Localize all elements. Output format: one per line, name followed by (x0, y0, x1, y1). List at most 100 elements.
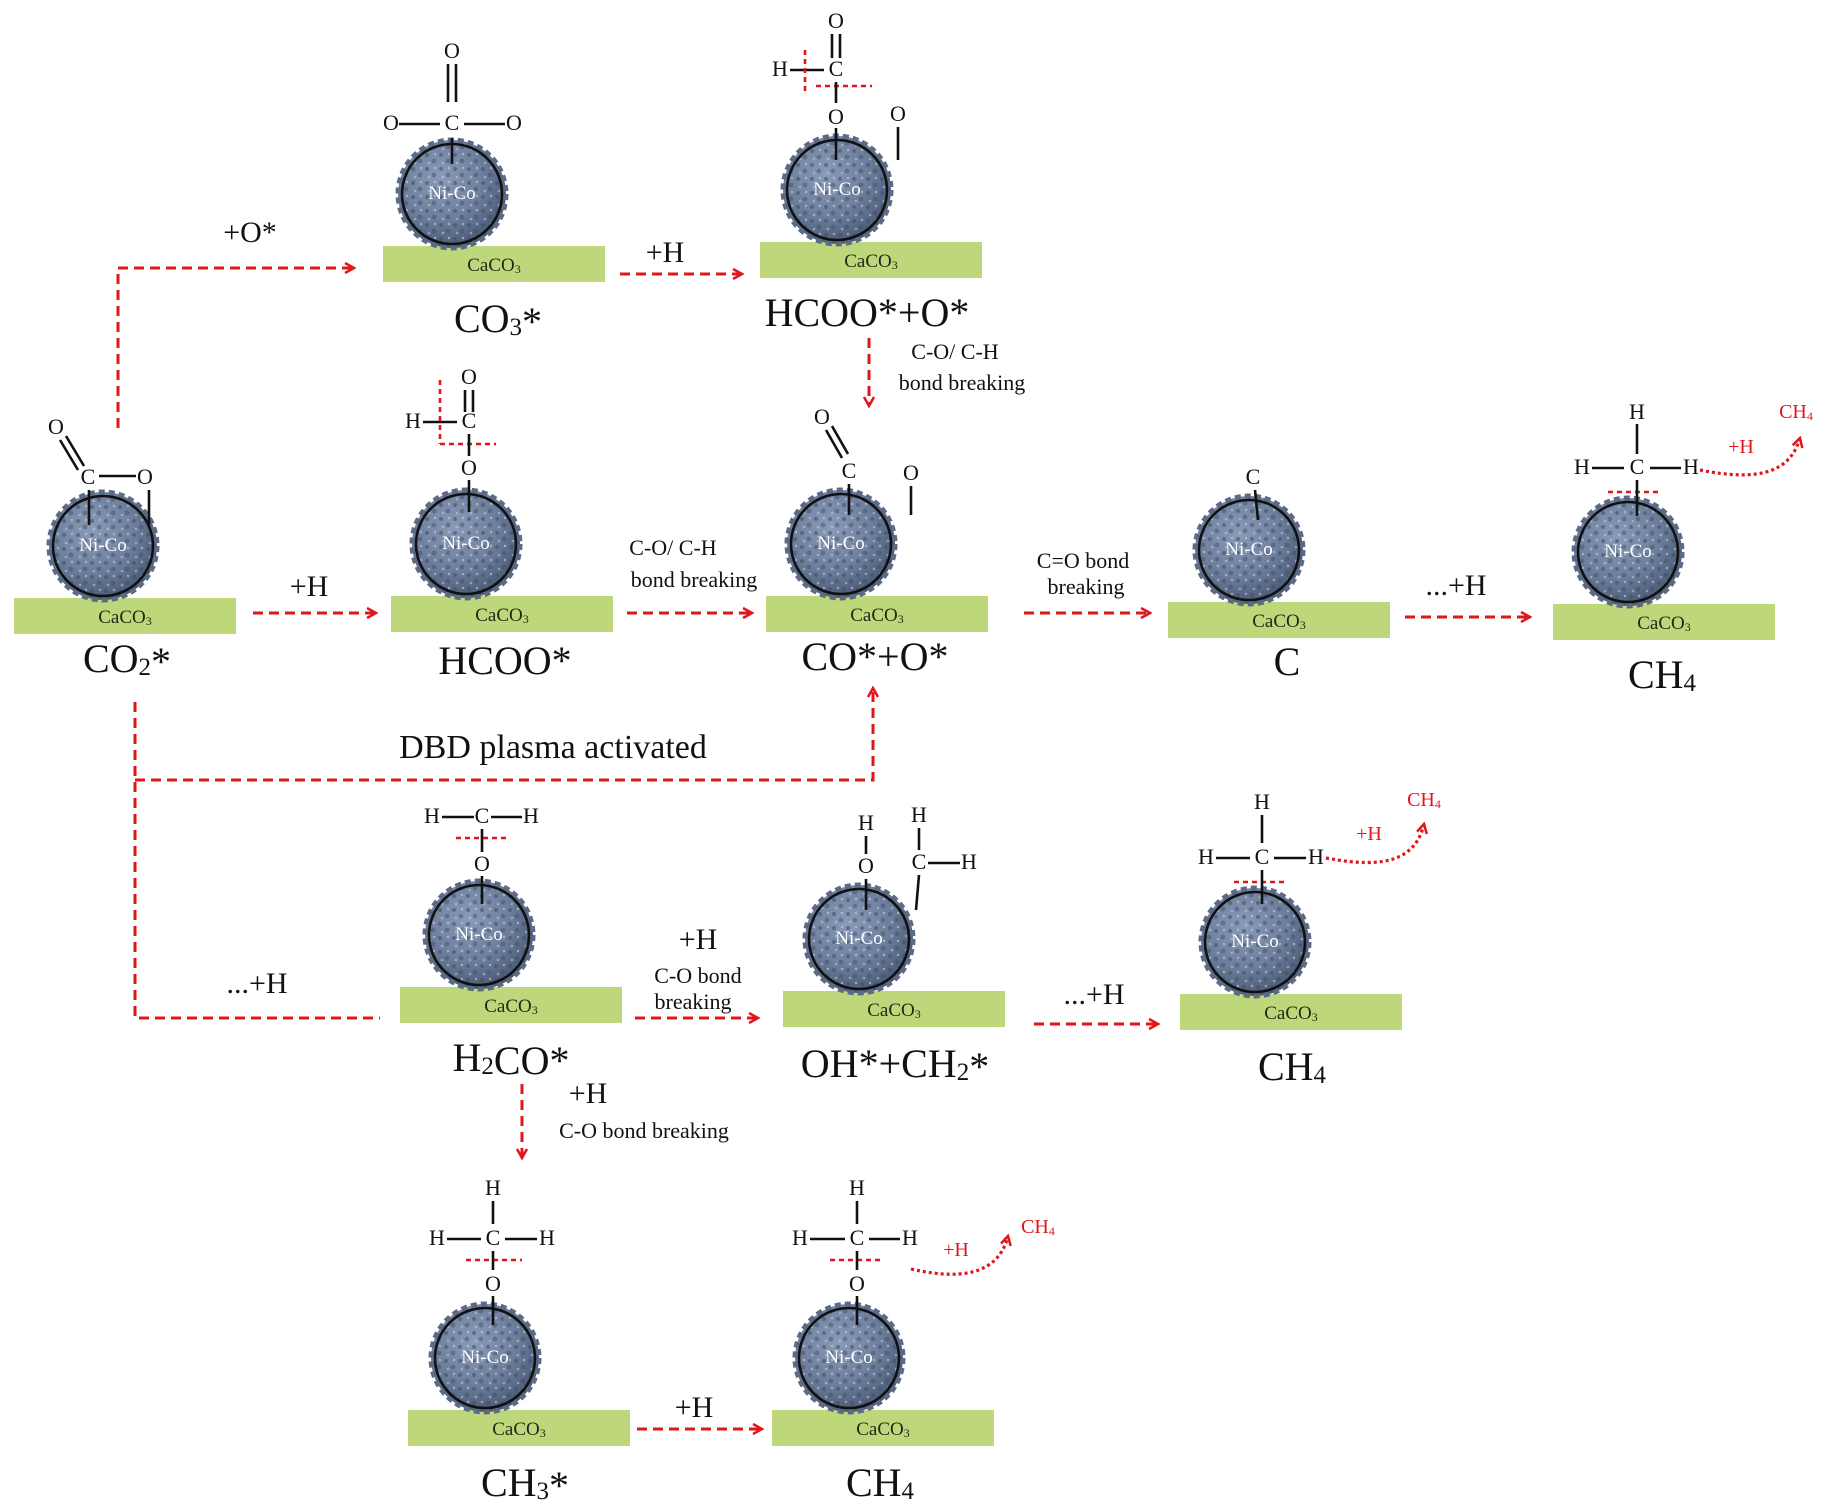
product-plus-h-bottom: +H (943, 1239, 969, 1261)
step-co-bond-2: breaking (655, 989, 732, 1014)
step-c-eq-o-2: breaking (1048, 574, 1125, 599)
caco3-support-icon (400, 987, 622, 1023)
species-ch4-top: CH4 (1628, 652, 1697, 697)
atom-c: C (842, 458, 857, 483)
product-plus-h-mid: +H (1356, 823, 1382, 845)
atom-h: H (539, 1225, 555, 1250)
atom-o: O (461, 455, 477, 480)
atom-h: H (1629, 399, 1645, 424)
particle-label: Ni-Co (1604, 541, 1652, 562)
atom-o: O (461, 364, 477, 389)
support-label: CaCO3 (867, 1000, 921, 1021)
step-plus-h-co2: +H (290, 570, 329, 603)
support-label: CaCO3 (856, 1419, 910, 1440)
product-ch4-mid: CH4 (1407, 789, 1441, 811)
particle-label: Ni-Co (1231, 931, 1279, 952)
atom-c: C (850, 1225, 865, 1250)
atom-h: H (1308, 844, 1324, 869)
catalyst-c (1168, 496, 1390, 638)
catalyst-hcoo-o (760, 136, 982, 278)
atom-o: O (474, 851, 490, 876)
catalyst-co2 (14, 492, 236, 634)
step-plus-h-bottom: +H (675, 1391, 714, 1424)
atom-h: H (792, 1225, 808, 1250)
catalyst-h2co (400, 881, 622, 1023)
step-dots-plus-h-top: ...+H (1425, 569, 1486, 602)
atom-h: H (1683, 454, 1699, 479)
step-plus-h-mid: +H (679, 923, 718, 956)
atom-o: O (890, 101, 906, 126)
atom-o: O (485, 1271, 501, 1296)
atom-o: O (48, 414, 64, 439)
atom-h: H (858, 810, 874, 835)
atom-h: H (485, 1175, 501, 1200)
atom-c: C (486, 1225, 501, 1250)
atom-h: H (902, 1225, 918, 1250)
atom-c: C (81, 464, 96, 489)
atom-h: H (405, 408, 421, 433)
caco3-support-icon (383, 246, 605, 282)
atom-c: C (1255, 844, 1270, 869)
particle-label: Ni-Co (1225, 539, 1273, 560)
caco3-support-icon (1168, 602, 1390, 638)
particle-label: Ni-Co (428, 183, 476, 204)
atom-h: H (961, 849, 977, 874)
species-h2co: H2CO* (453, 1035, 570, 1083)
atom-c: C (462, 408, 477, 433)
species-co-o: CO*+O* (801, 634, 948, 679)
particle-label: Ni-Co (79, 535, 127, 556)
support-label: CaCO3 (844, 251, 898, 272)
step-co-bond-1: C-O bond (654, 963, 741, 988)
atom-h: H (1254, 789, 1270, 814)
catalyst-hcoo (391, 490, 613, 632)
atom-o: O (506, 110, 522, 135)
caco3-support-icon (14, 598, 236, 634)
support-label: CaCO3 (492, 1419, 546, 1440)
caco3-support-icon (760, 242, 982, 278)
product-plus-h-top: +H (1728, 436, 1754, 458)
release-arrow-top (1699, 438, 1800, 477)
support-label: CaCO3 (1252, 611, 1306, 632)
labels: Ni-CoCaCO3Ni-CoCaCO3Ni-CoCaCO3Ni-CoCaCO3… (48, 8, 1813, 1506)
atom-c: C (829, 56, 844, 81)
atom-c: C (1630, 454, 1645, 479)
particle-label: Ni-Co (825, 1347, 873, 1368)
particle-label: Ni-Co (455, 924, 503, 945)
atom-o: O (383, 110, 399, 135)
atom-h: H (429, 1225, 445, 1250)
step-co-ch-1: C-O/ C-H (911, 339, 999, 364)
product-ch4-top: CH4 (1779, 401, 1813, 423)
atom-h: H (911, 802, 927, 827)
atom-h: H (772, 56, 788, 81)
catalyst-co3 (383, 140, 605, 282)
step-c-eq-o-1: C=O bond (1037, 548, 1129, 573)
support-label: CaCO3 (1264, 1003, 1318, 1024)
caco3-support-icon (772, 1410, 994, 1446)
species-hcoo-o: HCOO*+O* (765, 290, 970, 335)
release-arrow-mid (1325, 824, 1424, 865)
catalyst-oh-ch2 (783, 885, 1005, 1027)
species-co3: CO3* (454, 296, 542, 344)
step-co-bond-breaking: C-O bond breaking (559, 1118, 729, 1143)
catalyst-co-o (766, 490, 988, 632)
atom-h: H (523, 803, 539, 828)
particle-label: Ni-Co (817, 533, 865, 554)
catalyst-ch4-bottom (772, 1304, 994, 1446)
support-label: CaCO3 (475, 605, 529, 626)
species-ch3: CH3* (481, 1460, 569, 1506)
support-label: CaCO3 (98, 607, 152, 628)
atom-o: O (828, 104, 844, 129)
particle-label: Ni-Co (442, 533, 490, 554)
step-plus-h-co3: +H (646, 236, 685, 269)
atom-o: O (903, 460, 919, 485)
arrow-co2-to-co3 (116, 268, 354, 428)
species-co2: CO2* (83, 636, 171, 684)
atom-h: H (1574, 454, 1590, 479)
atom-o: O (814, 404, 830, 429)
bond (830, 425, 850, 455)
atom-h: H (1198, 844, 1214, 869)
caco3-support-icon (1180, 994, 1402, 1030)
catalyst-ch4-top (1553, 498, 1775, 640)
atom-o: O (137, 464, 153, 489)
